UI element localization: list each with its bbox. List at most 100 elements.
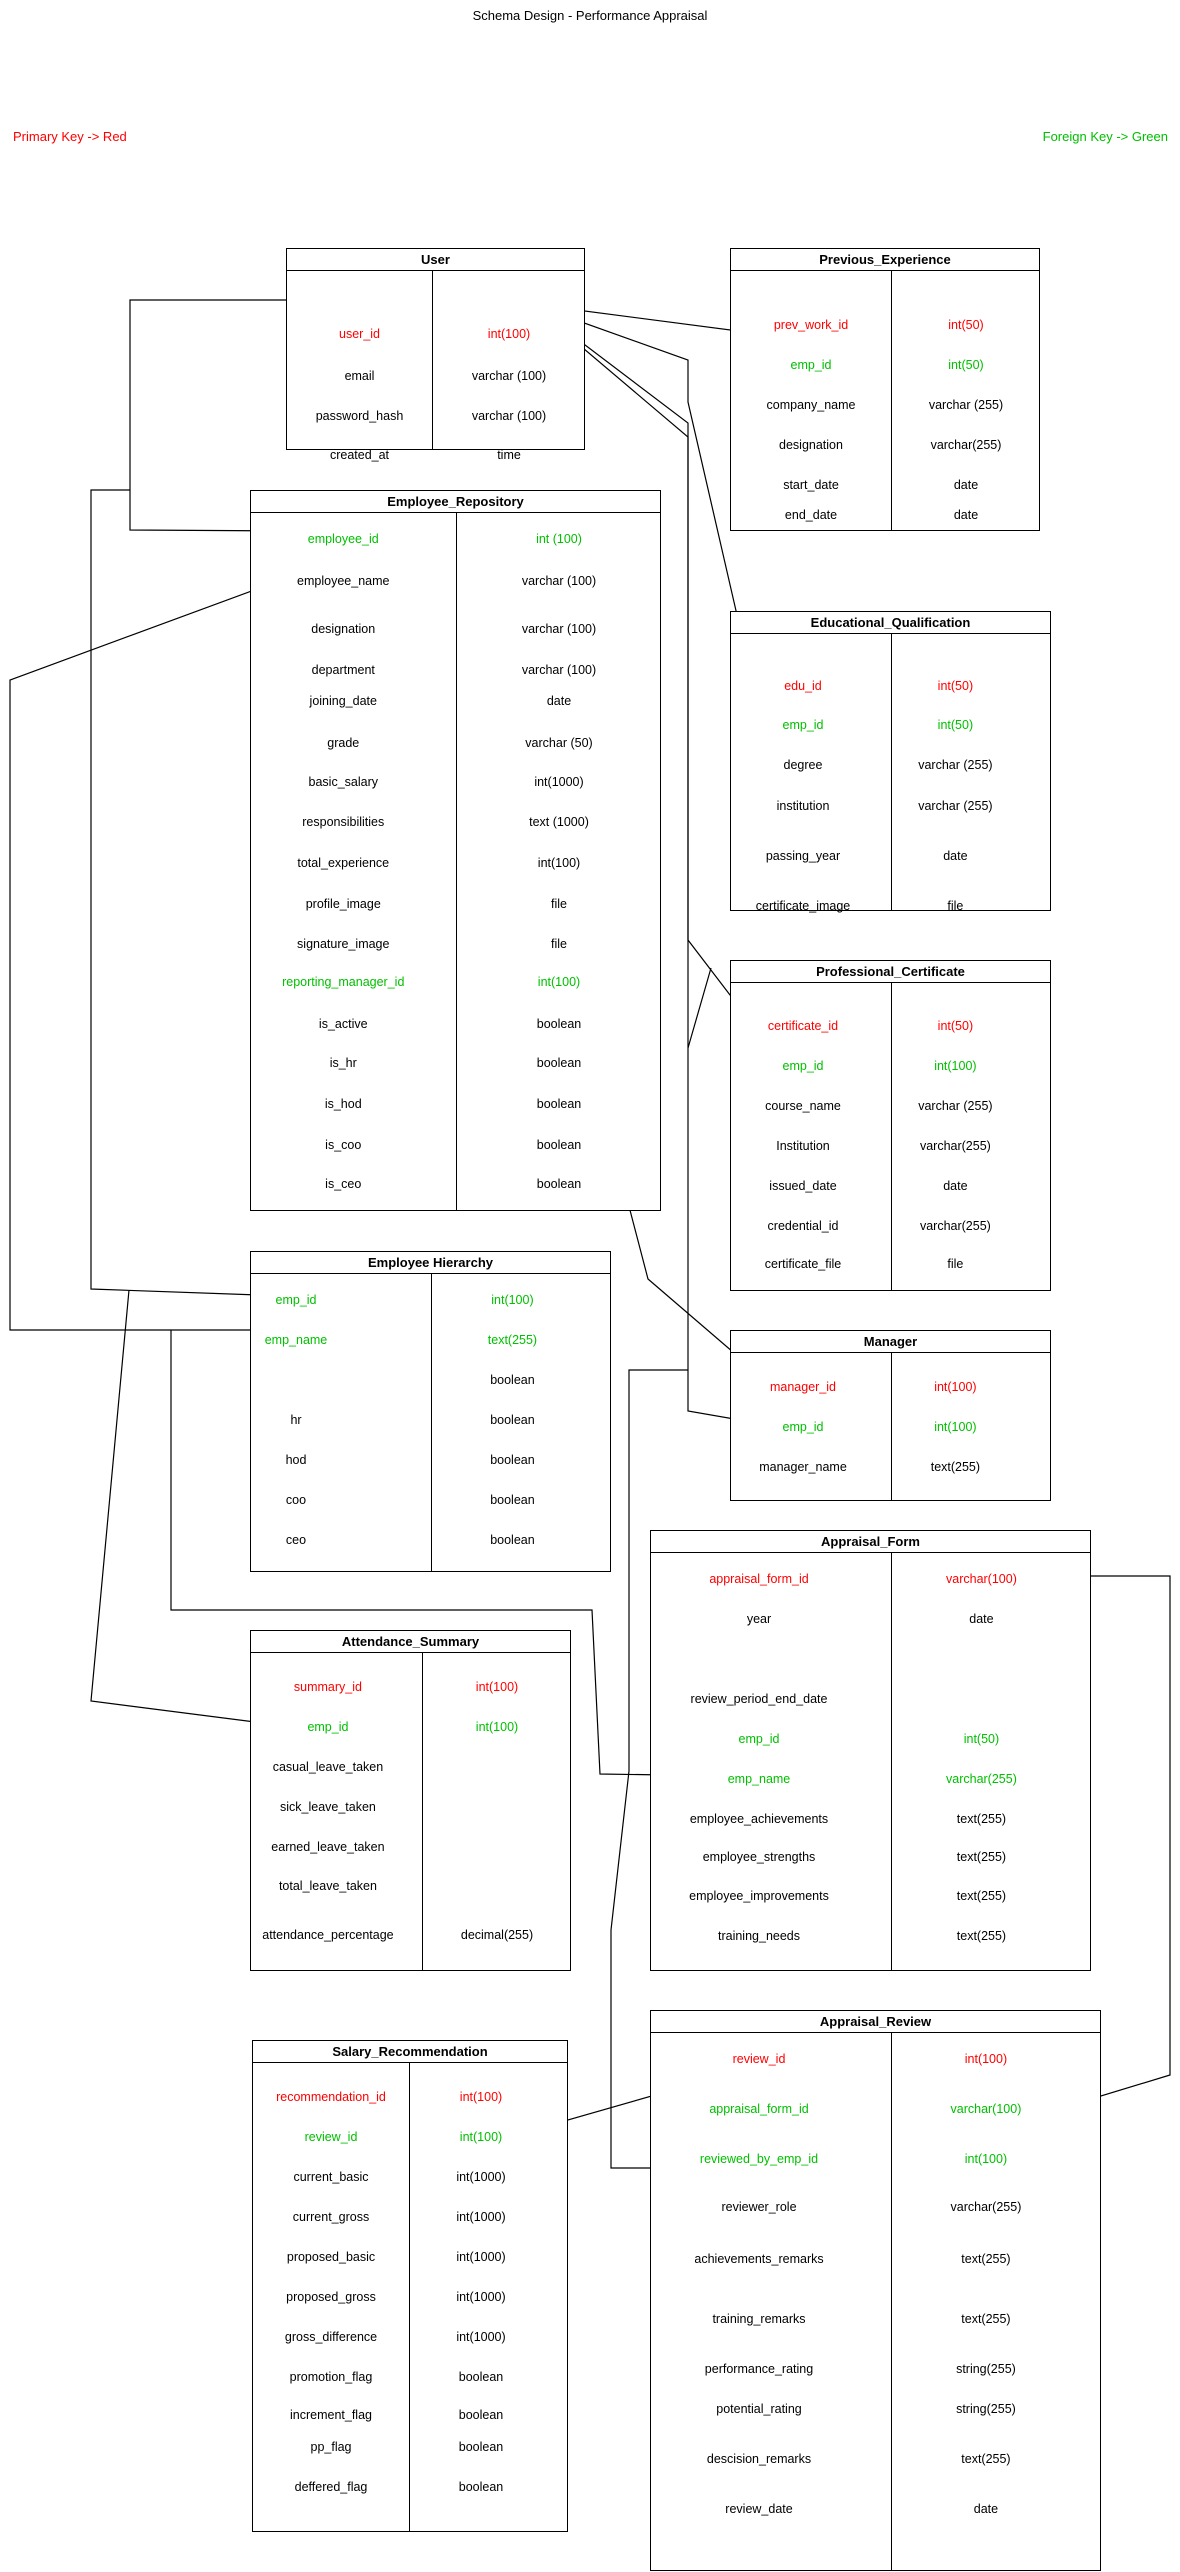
field-name-emp-id: emp_id	[782, 718, 824, 732]
field-type-proposed-basic: int(1000)	[456, 2250, 506, 2264]
field-name-manager-name: manager_name	[759, 1460, 847, 1474]
field-type-issued-date: date	[943, 1179, 968, 1193]
field-type-summary-id: int(100)	[475, 1680, 519, 1694]
field-name-course-name: course_name	[765, 1099, 841, 1113]
entity-title: Professional_Certificate	[731, 961, 1050, 983]
field-name-year: year	[746, 1612, 772, 1626]
field-name-end-date: end_date	[784, 508, 838, 522]
field-type-edu-id: int(50)	[937, 679, 974, 693]
field-type-attendance-percentage: decimal(255)	[460, 1928, 534, 1942]
field-name-review-id: review_id	[304, 2130, 358, 2144]
field-type-end-date: date	[953, 508, 979, 522]
field-name-employee-improvements: employee_improvements	[689, 1889, 829, 1903]
legend-primary-key: Primary Key -> Red	[13, 129, 127, 144]
field-type-is-hr: boolean	[536, 1056, 582, 1070]
field-name-sick-leave-taken: sick_leave_taken	[279, 1800, 376, 1814]
field-name-department: department	[311, 663, 375, 677]
field-type-is-coo: boolean	[536, 1138, 582, 1152]
field-name-emp-id: emp_id	[790, 358, 832, 372]
legend-foreign-key: Foreign Key -> Green	[1042, 129, 1168, 144]
field-type-institution: varchar (255)	[918, 799, 993, 813]
field-type-employee-improvements: text(255)	[956, 1889, 1007, 1903]
field-name-reviewer-role: reviewer_role	[721, 2200, 797, 2214]
field-name-emp-id: emp_id	[782, 1420, 824, 1434]
field-name-emp-id: emp_id	[307, 1720, 349, 1734]
field-type-grade: varchar (50)	[525, 736, 593, 750]
field-name-employee-achievements: employee_achievements	[689, 1812, 829, 1826]
field-name-is-coo: is_coo	[325, 1138, 362, 1152]
field-type-is-hod: boolean	[536, 1097, 582, 1111]
field-name-training-remarks: training_remarks	[712, 2312, 806, 2326]
field-type-gross-difference: int(1000)	[456, 2330, 506, 2344]
field-type-reviewer-role: varchar(255)	[950, 2200, 1022, 2214]
field-name-achievements-remarks: achievements_remarks	[694, 2252, 824, 2266]
page-title: Schema Design - Performance Appraisal	[472, 8, 708, 23]
field-type-created-at: time	[497, 448, 521, 462]
field-name-certificate-file: certificate_file	[764, 1257, 842, 1271]
field-name-current-gross: current_gross	[292, 2210, 370, 2224]
field-type-hod: boolean	[490, 1453, 535, 1467]
field-name-training-needs: training_needs	[717, 1929, 801, 1943]
field-name-promotion-flag: promotion_flag	[289, 2370, 373, 2384]
field-name-pp-flag: pp_flag	[310, 2440, 352, 2454]
field-type-current-gross: int(1000)	[456, 2210, 506, 2224]
field-type-manager-id: int(100)	[934, 1380, 977, 1394]
field-type-degree: varchar (255)	[918, 758, 993, 772]
field-type-employee-name: varchar (100)	[521, 574, 597, 588]
field-name-descision-remarks: descision_remarks	[706, 2452, 812, 2466]
entity-title: Appraisal_Form	[651, 1531, 1090, 1553]
entity-title: Educational_Qualification	[731, 612, 1050, 634]
field-type-password-hash: varchar (100)	[471, 409, 547, 423]
field-type-start-date: date	[953, 478, 979, 492]
column-divider	[409, 2063, 410, 2531]
field-name-employee-name: employee_name	[297, 574, 390, 588]
field-name-start-date: start_date	[783, 478, 839, 492]
field-name-institution: institution	[776, 799, 830, 813]
field-name-credential-id: credential_id	[767, 1219, 839, 1233]
column-divider	[891, 634, 892, 910]
field-type-appraisal-form-id: varchar(100)	[946, 1572, 1017, 1586]
field-type-employee-achievements: text(255)	[956, 1812, 1007, 1826]
field-name-casual-leave-taken: casual_leave_taken	[272, 1760, 384, 1774]
field-name-certificate-id: certificate_id	[767, 1019, 839, 1033]
field-name-potential-rating: potential_rating	[716, 2402, 802, 2416]
entity-title: User	[287, 249, 584, 271]
field-name-hod: hod	[285, 1453, 307, 1467]
field-name-appraisal-form-id: appraisal_form_id	[709, 2102, 809, 2116]
field-type-emp-id: int(50)	[963, 1732, 1000, 1746]
field-type-signature-image: file	[551, 937, 567, 951]
entity-title: Appraisal_Review	[651, 2011, 1100, 2033]
field-type-is-active: boolean	[536, 1017, 582, 1031]
column-divider	[431, 1274, 432, 1571]
field-name-review-id: review_id	[732, 2052, 786, 2066]
field-type-certificate-id: int(50)	[937, 1019, 974, 1033]
field-name-basic-salary: basic_salary	[308, 775, 378, 789]
field-name-joining-date: joining_date	[309, 694, 377, 708]
field-type-emp-name: text(255)	[487, 1333, 538, 1347]
column-divider	[891, 1553, 892, 1970]
field-type-deffered-flag: boolean	[458, 2480, 504, 2494]
field-name-reviewed-by-emp-id: reviewed_by_emp_id	[699, 2152, 819, 2166]
field-type-hr: boolean	[490, 1413, 535, 1427]
field-name-issued-date: issued_date	[769, 1179, 837, 1193]
field-type-coo: boolean	[490, 1493, 535, 1507]
field-type-blank: boolean	[490, 1373, 535, 1387]
field-type-designation: varchar(255)	[930, 438, 1002, 452]
field-type-user-id: int(100)	[487, 327, 531, 341]
field-name-designation: designation	[779, 438, 843, 452]
field-type-review-date: date	[973, 2502, 999, 2516]
field-type-passing-year: date	[943, 849, 968, 863]
field-type-descision-remarks: text(255)	[961, 2452, 1011, 2466]
field-name-is-hr: is_hr	[329, 1056, 357, 1070]
column-divider	[891, 983, 892, 1290]
